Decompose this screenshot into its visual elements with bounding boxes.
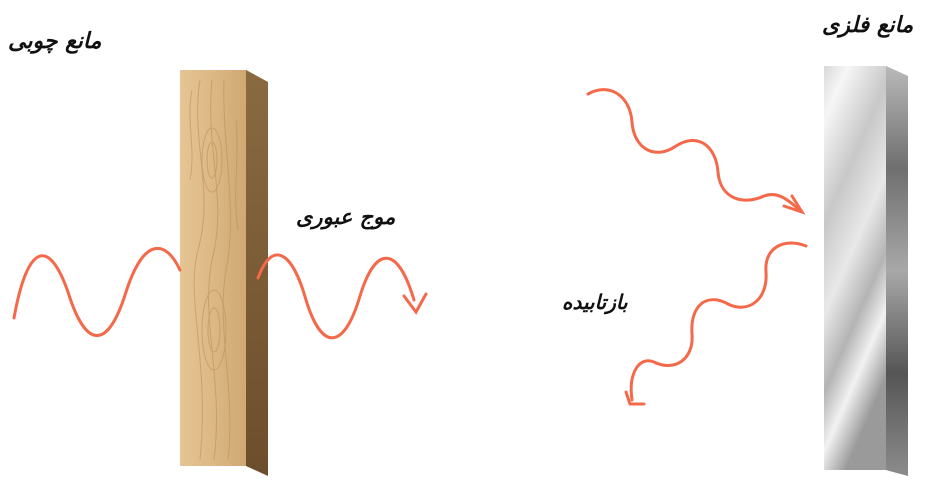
metal-side-face: [886, 66, 908, 476]
metal-barrier-label: مانع فلزی: [822, 12, 913, 38]
wave-right: [588, 90, 806, 404]
metal-barrier: [824, 66, 908, 476]
wooden-barrier: [180, 70, 268, 476]
incident-wave-right: [588, 90, 802, 212]
reflected-wave-label: بازتابیده: [562, 290, 628, 314]
transmitted-wave: [258, 255, 414, 338]
wooden-barrier-label: مانع چوبی: [8, 28, 101, 54]
transmitted-wave-label: موج عبوری: [296, 204, 395, 229]
wood-front-face: [180, 70, 246, 466]
reflected-arrowhead: [626, 392, 644, 404]
incident-wave-left: [14, 248, 180, 335]
transmitted-arrowhead: [404, 294, 426, 312]
reflected-wave: [631, 243, 806, 400]
metal-front-face: [824, 66, 886, 470]
wood-side-face: [246, 70, 268, 476]
